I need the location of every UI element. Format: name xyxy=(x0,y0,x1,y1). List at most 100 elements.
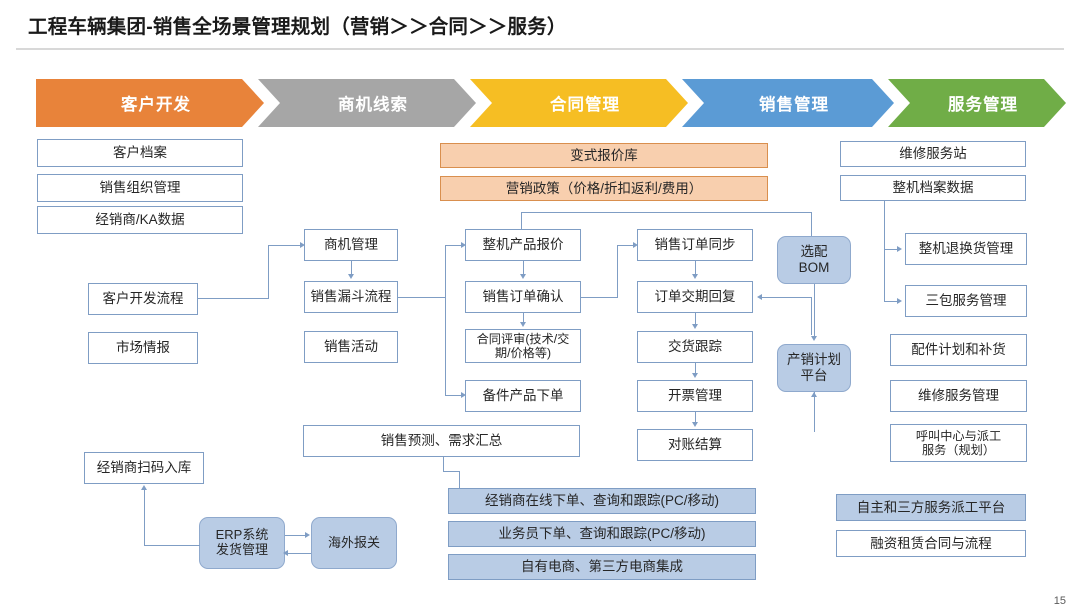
connector-funnel-bus-h xyxy=(398,297,445,298)
connector-customerdev-to-opportunity-h2 xyxy=(268,245,302,246)
chevron-stage-contract[interactable]: 合同管理 xyxy=(470,79,688,127)
chevron-stage-service[interactable]: 服务管理 xyxy=(888,79,1066,127)
node-call-center-dispatch[interactable]: 呼叫中心与派工 服务（规划） xyxy=(890,424,1027,462)
node-label: ERP系统 发货管理 xyxy=(215,527,269,557)
node-self-thirdparty-dispatch-platform[interactable]: 自主和三方服务派工平台 xyxy=(836,494,1026,521)
arrow-to-spare-part-order xyxy=(461,391,466,398)
node-machine-product-quote[interactable]: 整机产品报价 xyxy=(465,229,581,261)
node-salesrep-order[interactable]: 业务员下单、查询和跟踪(PC/移动) xyxy=(448,521,756,547)
node-order-delivery-reply[interactable]: 订单交期回复 xyxy=(637,281,753,313)
node-sales-forecast-demand[interactable]: 销售预测、需求汇总 xyxy=(303,425,580,457)
connector-bom-to-plan xyxy=(814,284,815,336)
connector-erp-to-scan-h xyxy=(144,545,200,546)
node-label: 产销计划 平台 xyxy=(787,352,841,383)
arrow-to-order-delivery-reply xyxy=(691,274,698,279)
node-label: 自主和三方服务派工平台 xyxy=(856,499,1006,515)
node-service-station[interactable]: 维修服务站 xyxy=(840,141,1026,167)
node-label: 三包服务管理 xyxy=(925,293,1007,309)
connector-topbus-h xyxy=(521,212,811,213)
node-sales-org-mgmt[interactable]: 销售组织管理 xyxy=(37,174,243,202)
connector-topbus-right-v xyxy=(811,212,812,236)
chevron-stage-sales[interactable]: 销售管理 xyxy=(682,79,894,127)
node-finance-lease-contract[interactable]: 融资租赁合同与流程 xyxy=(836,530,1026,557)
node-label: 销售漏斗流程 xyxy=(310,289,392,305)
arrow-to-reconcile-settle xyxy=(691,422,698,427)
node-machine-archive-data[interactable]: 整机档案数据 xyxy=(840,175,1026,201)
node-parts-plan-replenish[interactable]: 配件计划和补货 xyxy=(890,334,1027,366)
title-divider xyxy=(16,48,1064,50)
node-label: 订单交期回复 xyxy=(654,289,736,305)
node-label: 客户开发流程 xyxy=(102,291,184,307)
arrow-up-to-prod-sales-plan-platform xyxy=(810,392,817,397)
connector-plan-bottom-v xyxy=(814,392,815,432)
node-sales-order-confirm[interactable]: 销售订单确认 xyxy=(465,281,581,313)
node-sales-order-sync[interactable]: 销售订单同步 xyxy=(637,229,753,261)
chevron-label: 服务管理 xyxy=(948,96,1018,114)
connector-sync-to-reply xyxy=(695,261,696,275)
node-label: 选配 BOM xyxy=(798,244,830,275)
node-label: 交货跟踪 xyxy=(668,339,722,355)
connector-archive-to-return xyxy=(884,249,899,250)
connector-erp-to-scan-v xyxy=(144,490,145,546)
chevron-label: 客户开发 xyxy=(121,96,191,114)
node-delivery-tracking[interactable]: 交货跟踪 xyxy=(637,331,753,363)
arrow-to-sales-order-confirm xyxy=(519,274,526,279)
node-label: 呼叫中心与派工 服务（规划） xyxy=(915,428,1002,457)
node-prod-sales-plan-platform[interactable]: 产销计划 平台 xyxy=(777,344,851,392)
node-label: 商机管理 xyxy=(324,237,378,253)
connector-archive-branch-v xyxy=(884,201,885,301)
connector-plan-to-reply-h xyxy=(762,297,812,298)
node-label: 整机退换货管理 xyxy=(918,241,1014,257)
node-label: 变式报价库 xyxy=(570,147,638,163)
node-label: 整机产品报价 xyxy=(482,237,564,253)
connector-topbus-left-v xyxy=(521,212,522,229)
node-contract-review[interactable]: 合同评审(技术/交期/价格等) xyxy=(465,329,581,363)
node-spare-part-order[interactable]: 备件产品下单 xyxy=(465,380,581,412)
node-opportunity-mgmt[interactable]: 商机管理 xyxy=(304,229,398,261)
node-label: 市场情报 xyxy=(116,340,170,356)
node-warranty-service-mgmt[interactable]: 三包服务管理 xyxy=(905,285,1027,317)
node-market-intel[interactable]: 市场情报 xyxy=(88,332,198,364)
node-optional-bom[interactable]: 选配 BOM xyxy=(777,236,851,284)
node-dealer-online-order[interactable]: 经销商在线下单、查询和跟踪(PC/移动) xyxy=(448,488,756,514)
chevron-stage-opportunity[interactable]: 商机线索 xyxy=(258,79,476,127)
connector-opportunity-to-funnel xyxy=(351,261,352,275)
node-label: 客户档案 xyxy=(113,145,167,161)
node-customer-archive[interactable]: 客户档案 xyxy=(37,139,243,167)
node-overseas-customs[interactable]: 海外报关 xyxy=(311,517,397,569)
arrow-to-machine-return-mgmt xyxy=(897,245,902,252)
node-machine-return-mgmt[interactable]: 整机退换货管理 xyxy=(905,233,1027,265)
node-own-thirdparty-ecommerce[interactable]: 自有电商、第三方电商集成 xyxy=(448,554,756,580)
arrow-to-order-delivery-reply-left xyxy=(757,293,762,300)
node-label: 维修服务站 xyxy=(899,146,967,162)
arrow-to-contract-review xyxy=(519,322,526,327)
node-sales-funnel-flow[interactable]: 销售漏斗流程 xyxy=(304,281,398,313)
connector-funnel-to-sparepart xyxy=(445,395,463,396)
connector-forecast-down-v2 xyxy=(459,471,460,488)
chevron-stage-customer-dev[interactable]: 客户开发 xyxy=(36,79,264,127)
node-invoice-mgmt[interactable]: 开票管理 xyxy=(637,380,753,412)
arrow-to-dealer-scan-inbound xyxy=(140,485,147,490)
node-label: 整机档案数据 xyxy=(892,180,974,196)
node-reconcile-settle[interactable]: 对账结算 xyxy=(637,429,753,461)
node-label: 销售订单确认 xyxy=(482,289,564,305)
chevron-label: 合同管理 xyxy=(550,96,620,114)
arrow-to-sales-funnel xyxy=(347,274,354,279)
node-dealer-scan-inbound[interactable]: 经销商扫码入库 xyxy=(84,452,204,484)
node-dealer-ka-data[interactable]: 经销商/KA数据 xyxy=(37,206,243,234)
node-variant-price-lib[interactable]: 变式报价库 xyxy=(440,143,768,168)
arrow-to-opportunity-mgmt xyxy=(300,241,305,248)
connector-confirm-to-sync-v xyxy=(617,245,618,298)
node-erp-shipping-mgmt[interactable]: ERP系统 发货管理 xyxy=(199,517,285,569)
node-customer-dev-flow[interactable]: 客户开发流程 xyxy=(88,283,198,315)
node-label: 备件产品下单 xyxy=(482,388,564,404)
node-label: 业务员下单、查询和跟踪(PC/移动) xyxy=(498,526,706,542)
node-repair-service-mgmt[interactable]: 维修服务管理 xyxy=(890,380,1027,412)
node-sales-activity[interactable]: 销售活动 xyxy=(304,331,398,363)
chevron-label: 商机线索 xyxy=(338,96,408,114)
node-marketing-policy[interactable]: 营销政策（价格/折扣返利/费用） xyxy=(440,176,768,201)
connector-customerdev-to-opportunity-h1 xyxy=(198,298,268,299)
node-label: 对账结算 xyxy=(668,437,722,453)
node-label: 开票管理 xyxy=(668,388,722,404)
